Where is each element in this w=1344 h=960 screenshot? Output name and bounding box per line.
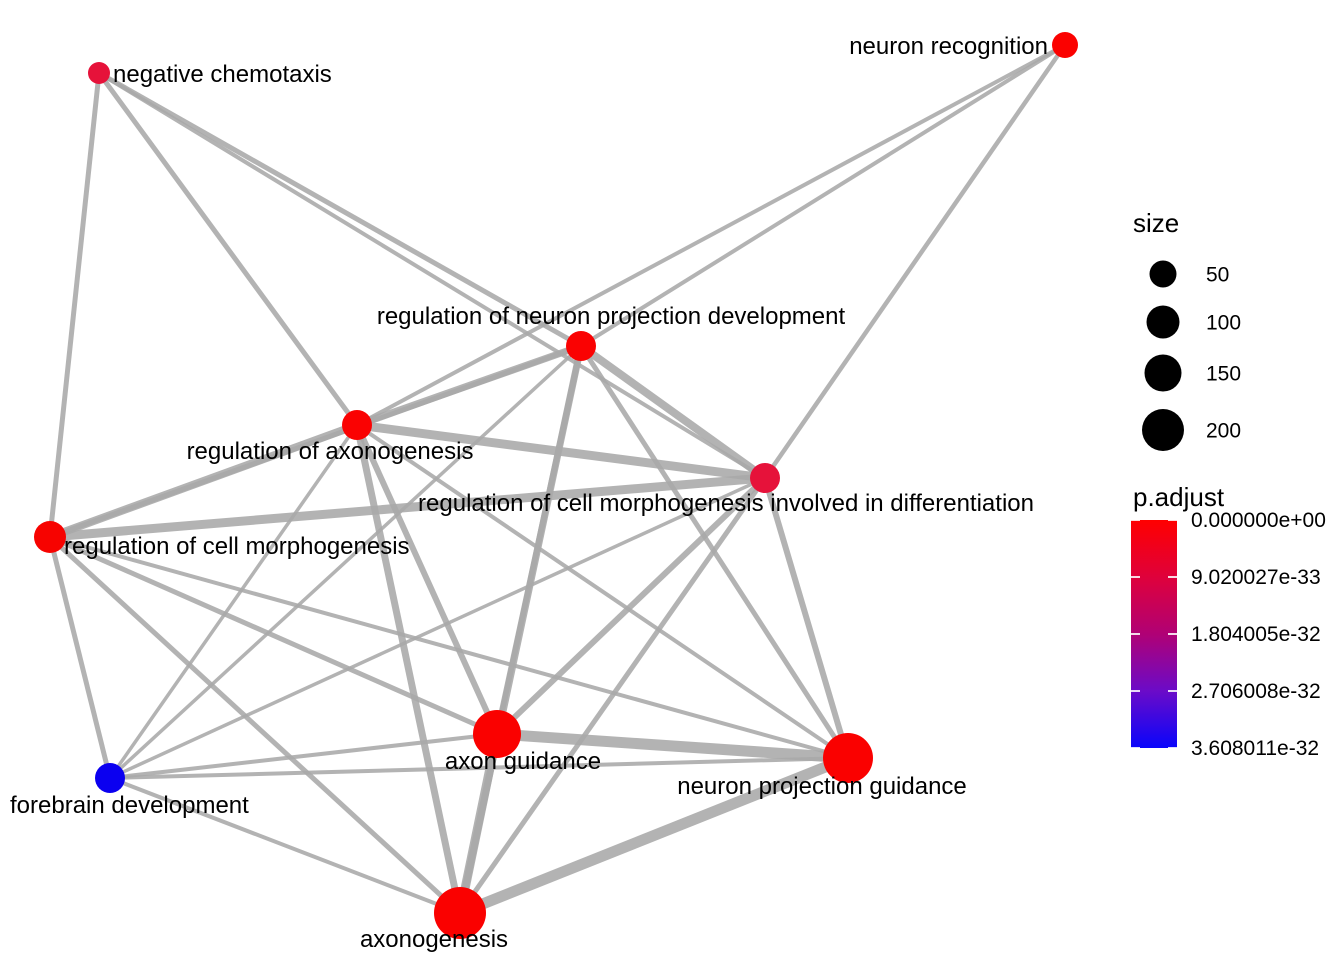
node-label-npg: neuron projection guidance xyxy=(677,773,967,800)
edge-ra-fd xyxy=(108,423,359,780)
edge-rcmid-fd xyxy=(109,476,766,780)
edge-fd-ax xyxy=(109,776,461,915)
edge-nr-rnpd xyxy=(579,43,1067,348)
edge-rcm-ax xyxy=(48,535,462,915)
edge-nr-ra xyxy=(356,43,1066,427)
edge-rcmid-npg xyxy=(762,477,851,759)
node-nc xyxy=(88,62,110,84)
size-legend-value-150: 150 xyxy=(1206,363,1241,386)
size-legend: size 50 100 150 200 xyxy=(1133,208,1241,451)
node-fd xyxy=(95,763,125,793)
node-label-ax: axonogenesis xyxy=(360,926,508,953)
size-legend-value-100: 100 xyxy=(1206,312,1241,335)
edge-ag-ax xyxy=(455,733,502,914)
node-nr xyxy=(1052,32,1078,58)
size-legend-swatch-200 xyxy=(1142,409,1184,451)
edge-rnpd-rcmid xyxy=(578,342,768,482)
size-legend-swatch-150 xyxy=(1144,354,1182,392)
edge-nc-rcmid xyxy=(97,71,767,480)
edge-rcm-npg xyxy=(49,535,849,760)
size-legend-value-200: 200 xyxy=(1206,420,1241,443)
padjust-legend-title: p.adjust xyxy=(1133,482,1225,512)
edge-rcmid-ax xyxy=(457,476,768,915)
node-label-ag: axon guidance xyxy=(445,748,601,775)
edge-nc-ra xyxy=(96,71,360,427)
edge-fd-ag xyxy=(109,732,498,780)
size-legend-swatch-100 xyxy=(1146,305,1180,339)
edge-rcm-fd xyxy=(47,536,113,779)
node-label-nr: neuron recognition xyxy=(849,33,1048,60)
node-label-ra: regulation of axonogenesis xyxy=(187,438,474,465)
padjust-tick-label-1: 9.020027e-33 xyxy=(1191,566,1321,589)
node-npg xyxy=(823,733,873,783)
edge-rcm-ag xyxy=(48,534,499,737)
node-ra xyxy=(342,410,372,440)
edge-ra-rcm xyxy=(48,421,359,541)
edge-nr-rcmid xyxy=(763,43,1067,480)
padjust-tick-label-4: 3.608011e-32 xyxy=(1191,737,1319,760)
labels-layer: negative chemotaxis neuron recognition reg… xyxy=(10,33,1048,953)
node-rnpd xyxy=(566,331,596,361)
edge-ax-npg xyxy=(457,752,851,919)
edge-nc-rcm xyxy=(47,72,102,538)
edges-layer xyxy=(47,43,1067,919)
node-rcmid xyxy=(750,463,780,493)
size-legend-swatch-50 xyxy=(1149,260,1177,288)
node-label-rcm: regulation of cell morphogenesis xyxy=(64,533,410,560)
padjust-legend: p.adjust 0.000000e+00 9.020027e-33 1.80400… xyxy=(1131,482,1326,760)
size-legend-title: size xyxy=(1133,208,1179,238)
edge-rcmid-ag xyxy=(494,475,768,737)
node-ag xyxy=(473,710,521,758)
padjust-tick-label-3: 2.706008e-32 xyxy=(1191,680,1321,703)
edge-fd-npg xyxy=(109,756,849,780)
node-label-rnpd: regulation of neuron projection developm… xyxy=(377,303,846,330)
node-rcm xyxy=(34,521,66,553)
size-legend-value-50: 50 xyxy=(1206,264,1229,287)
edge-ra-npg xyxy=(355,423,850,760)
edge-nc-rnpd xyxy=(97,70,583,349)
padjust-tick-label-0: 0.000000e+00 xyxy=(1191,509,1326,532)
edge-rcmid-rcm xyxy=(49,473,766,542)
edge-ra-ag xyxy=(354,423,500,736)
edge-rnpd-fd xyxy=(108,344,583,780)
nodes-layer xyxy=(34,32,1078,939)
edge-ra-rcmid xyxy=(356,420,766,483)
edge-ag-npg xyxy=(496,728,849,764)
node-label-nc: negative chemotaxis xyxy=(113,61,332,88)
node-label-rcmid: regulation of cell morphogenesis involve… xyxy=(418,490,1034,517)
node-label-fd: forebrain development xyxy=(10,792,249,819)
padjust-tick-label-2: 1.804005e-32 xyxy=(1191,623,1321,646)
node-ax xyxy=(434,887,486,939)
